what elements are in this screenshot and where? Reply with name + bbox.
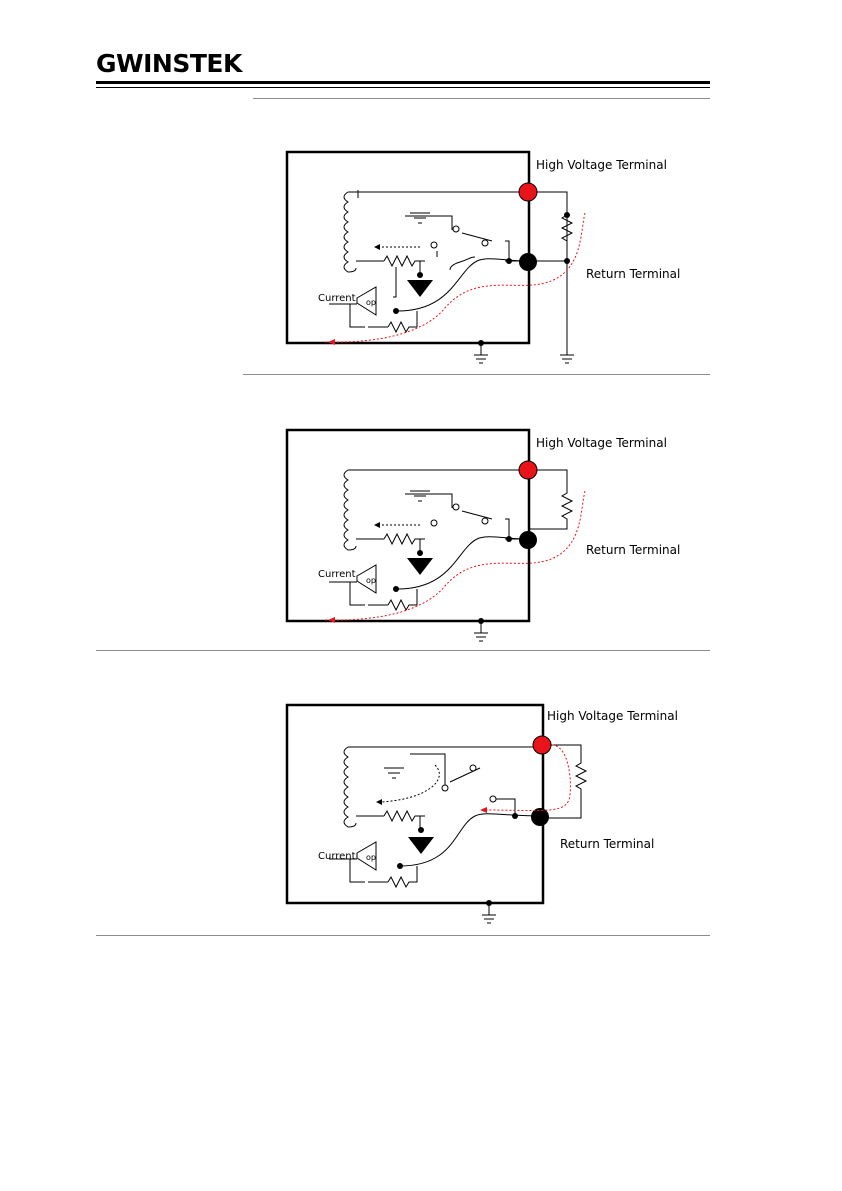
gwinstek-logo: GWINSTEK [96, 48, 246, 76]
return-terminal-label: Return Terminal [586, 543, 680, 557]
opamp-label: op [366, 853, 376, 862]
sense-resistor [384, 256, 425, 266]
divider-3 [96, 935, 710, 936]
header-rule-thin [96, 87, 710, 88]
divider-top [253, 98, 710, 99]
high-voltage-terminal [519, 461, 537, 479]
leak-current-path [485, 745, 570, 811]
high-voltage-terminal [519, 183, 537, 201]
return-terminal [519, 531, 537, 549]
hv-terminal-label: High Voltage Terminal [547, 709, 678, 723]
circuit-diagram-1: op Current High Voltage Terminal Return … [280, 145, 700, 375]
high-voltage-terminal [533, 736, 551, 754]
header-rule [96, 81, 710, 84]
leak-current-path [325, 491, 585, 620]
return-terminal [519, 253, 537, 271]
circuit-diagram-2: op Current High Voltage Terminal Return … [280, 423, 700, 653]
transformer-coil [344, 192, 356, 272]
opamp-label: op [366, 576, 376, 585]
brand-text: GWINSTEK [96, 49, 244, 76]
hv-terminal-label: High Voltage Terminal [536, 436, 667, 450]
current-label: Current [318, 569, 356, 580]
circuit-diagram-3: op Current High Voltage Terminal Return … [280, 700, 700, 930]
leak-current-path [325, 213, 585, 342]
return-terminal-label: Return Terminal [560, 837, 654, 851]
opamp-label: op [366, 298, 376, 307]
current-label: Current [318, 851, 356, 862]
return-terminal-label: Return Terminal [586, 267, 680, 281]
current-label: Current [318, 293, 356, 304]
hv-terminal-label: High Voltage Terminal [536, 158, 667, 172]
